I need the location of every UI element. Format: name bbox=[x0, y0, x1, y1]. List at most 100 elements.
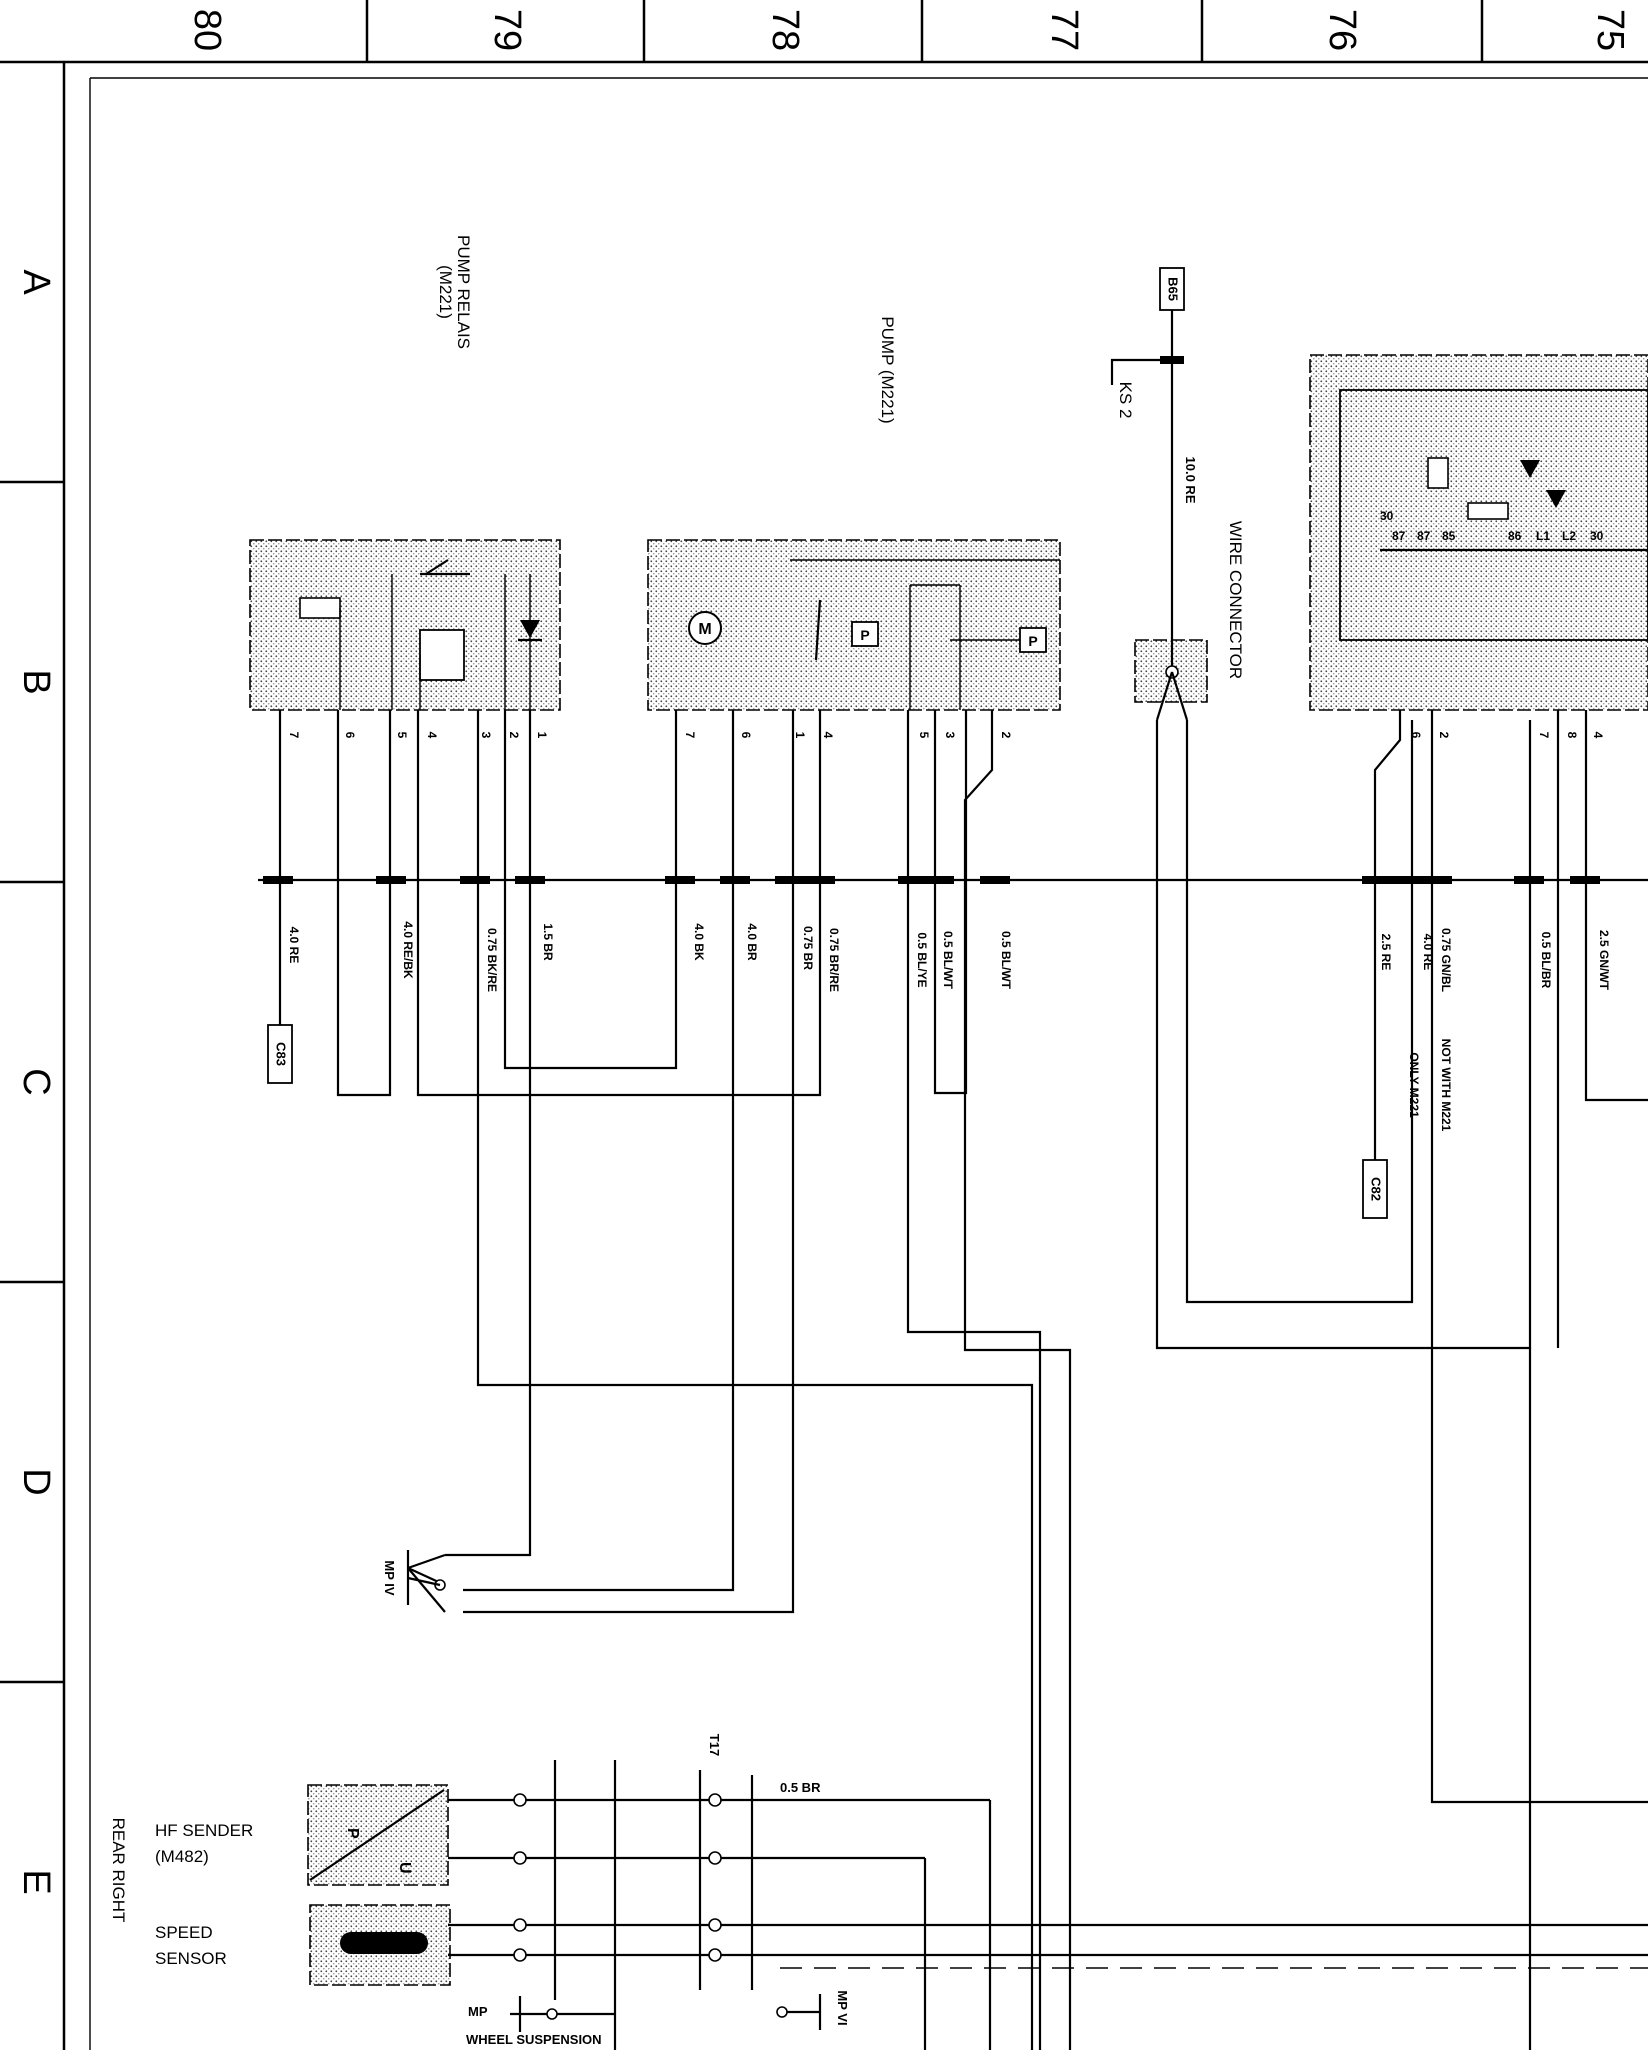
c82-connector-label: C82 bbox=[1369, 1177, 1384, 1201]
wire-label: 0.75 BR/RE bbox=[827, 928, 841, 992]
wire-label: 4.0 BR bbox=[745, 923, 759, 961]
pump-pin: 2 bbox=[999, 732, 1013, 739]
wire-label: 0.5 BL/WT bbox=[941, 931, 955, 990]
wire-label: 4.0 RE bbox=[1421, 934, 1435, 971]
grid-col-78: 78 bbox=[764, 9, 806, 51]
relais-pin-labels: 7 6 5 4 3 2 1 bbox=[287, 732, 549, 739]
relay-top-pin: 87 bbox=[1392, 529, 1406, 543]
grid-row-d: D bbox=[15, 1468, 57, 1495]
relay2-pin: 7 bbox=[1537, 732, 1551, 739]
wire-connector bbox=[1134, 310, 1208, 721]
relais-pin: 4 bbox=[425, 732, 439, 739]
svg-text:P: P bbox=[344, 1828, 361, 1839]
hf-sender-ref-label: (M482) bbox=[155, 1847, 209, 1866]
wire-label: NOT WITH M221 bbox=[1439, 1039, 1453, 1132]
grid-col-75: 75 bbox=[1589, 9, 1631, 51]
relais-pin: 6 bbox=[343, 732, 357, 739]
wire-label: 0.5 BL/YE bbox=[915, 932, 929, 987]
pump-relais-box bbox=[249, 539, 561, 711]
pump-pin: 3 bbox=[943, 732, 957, 739]
grid-col-79: 79 bbox=[486, 9, 528, 51]
relay-top-pin: 30 bbox=[1380, 509, 1394, 523]
ground-mp-iv bbox=[406, 1550, 446, 1613]
svg-text:P: P bbox=[1028, 633, 1037, 649]
grid-row-b: B bbox=[15, 669, 57, 694]
relais-pin: 7 bbox=[287, 732, 301, 739]
grid-col-76: 76 bbox=[1321, 9, 1363, 51]
grid-row-e: E bbox=[15, 1869, 57, 1894]
wire-label: 4.0 BK bbox=[692, 923, 706, 961]
pump-pin: 4 bbox=[821, 732, 835, 739]
mp-iv-label: MP IV bbox=[382, 1560, 397, 1595]
relay2-pin: 6 bbox=[1409, 732, 1423, 739]
ks2-label: KS 2 bbox=[1116, 382, 1135, 419]
relais-pin: 1 bbox=[535, 732, 549, 739]
wire-label: ONLY M221 bbox=[1407, 1052, 1421, 1118]
svg-text:M: M bbox=[698, 621, 711, 638]
relay-top-pin: L1 bbox=[1536, 529, 1550, 543]
wire-label: 0.75 GN/BL bbox=[1439, 928, 1453, 992]
relais-pin: 3 bbox=[479, 732, 493, 739]
main-bus bbox=[258, 876, 1648, 884]
b65-connector-label: B65 bbox=[1166, 277, 1181, 301]
rear-right-label: REAR RIGHT bbox=[109, 1818, 128, 1923]
wheel-suspension-label: WHEEL SUSPENSION bbox=[466, 2032, 602, 2047]
relay-top-pin: 85 bbox=[1442, 529, 1456, 543]
relay2-pin: 4 bbox=[1591, 732, 1605, 739]
speed-sensor-label-2: SENSOR bbox=[155, 1949, 227, 1968]
wire-labels: 4.0 RE 4.0 RE/BK 0.75 BK/RE 1.5 BR 4.0 B… bbox=[287, 921, 1611, 1131]
wire-10re-label: 10.0 RE bbox=[1183, 457, 1198, 504]
pump-pin: 1 bbox=[793, 732, 807, 739]
wire-label: 1.5 BR bbox=[541, 923, 555, 961]
pump-box: M P P bbox=[647, 539, 1061, 711]
relay2-pin-labels: 6 2 7 8 4 bbox=[1409, 732, 1605, 739]
wiring bbox=[278, 710, 1648, 2050]
pump-pin: 5 bbox=[917, 732, 931, 739]
pump-relais-label: PUMP RELAIS bbox=[454, 235, 473, 349]
relay-top-pin: 87 bbox=[1417, 529, 1431, 543]
wire-connector-label: WIRE CONNECTOR bbox=[1226, 521, 1245, 679]
pump-pin: 7 bbox=[683, 732, 697, 739]
pump-pin: 6 bbox=[739, 732, 753, 739]
wire-label: 0.5 BR bbox=[780, 1780, 821, 1795]
wire-label: 4.0 RE/BK bbox=[401, 921, 415, 979]
pump-relais-ref-label: (M221) bbox=[436, 265, 455, 319]
relay-right-pin-labels: 30 87 87 85 86 L1 L2 30 bbox=[1380, 509, 1604, 543]
hf-sender-label: HF SENDER bbox=[155, 1821, 253, 1840]
relay-top-pin: 86 bbox=[1508, 529, 1522, 543]
relay2-pin: 2 bbox=[1437, 732, 1451, 739]
relay-top-pin: L2 bbox=[1562, 529, 1576, 543]
pump-pin-labels: 7 6 1 4 5 3 2 bbox=[683, 732, 1013, 739]
wire-label: 2.5 RE bbox=[1379, 934, 1393, 971]
grid-row-a: A bbox=[15, 269, 57, 295]
wire-label: 0.75 BK/RE bbox=[485, 928, 499, 992]
grid-col-77: 77 bbox=[1043, 9, 1085, 51]
relais-pin: 2 bbox=[507, 732, 521, 739]
hf-sender: P U bbox=[307, 1784, 449, 1886]
speed-sensor bbox=[309, 1904, 451, 1986]
grid-col-80: 80 bbox=[186, 9, 228, 51]
t17-label: T17 bbox=[707, 1734, 722, 1756]
wheel-suspension-mp-label: MP bbox=[468, 2004, 488, 2019]
grid-row-labels: A B C D E bbox=[15, 269, 57, 1894]
grid-column-labels: 80 79 78 77 76 75 bbox=[186, 9, 1631, 51]
relay-box-right bbox=[1309, 354, 1648, 711]
pump-label: PUMP (M221) bbox=[878, 316, 897, 423]
wire-label: 0.5 BL/BR bbox=[1539, 932, 1553, 989]
relais-pin: 5 bbox=[395, 732, 409, 739]
grid-row-c: C bbox=[15, 1068, 57, 1095]
svg-text:U: U bbox=[396, 1862, 413, 1874]
c83-connector-label: C83 bbox=[274, 1042, 289, 1066]
wire-label: 4.0 RE bbox=[287, 927, 301, 964]
relay-top-pin: 30 bbox=[1590, 529, 1604, 543]
sensor-wiring bbox=[448, 1760, 1648, 2050]
wire-label: 0.75 BR bbox=[801, 926, 815, 970]
wire-label: 0.5 BL/WT bbox=[999, 931, 1013, 990]
mp-vi-label: MP VI bbox=[835, 1990, 850, 2025]
relay2-pin: 8 bbox=[1565, 732, 1579, 739]
wire-label: 2.5 GN/WT bbox=[1597, 930, 1611, 991]
svg-text:P: P bbox=[860, 627, 869, 643]
speed-sensor-label-1: SPEED bbox=[155, 1923, 213, 1942]
